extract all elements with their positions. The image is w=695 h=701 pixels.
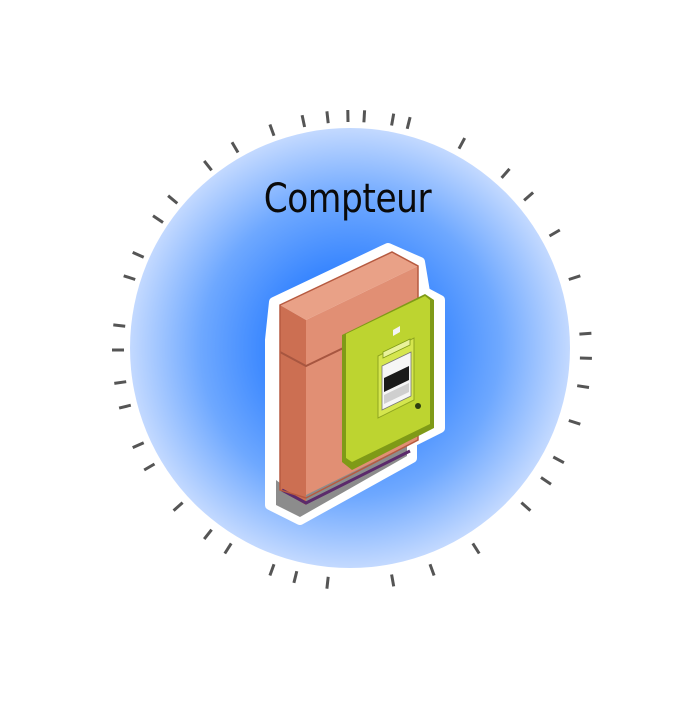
tick-mark: [203, 528, 213, 541]
tick-mark: [568, 419, 581, 426]
tick-mark: [552, 455, 565, 465]
tick-mark: [268, 123, 276, 137]
page-title: Compteur: [263, 176, 432, 222]
tick-mark: [167, 194, 179, 205]
tick-mark: [471, 542, 481, 555]
tick-mark: [113, 323, 126, 328]
tick-mark: [123, 274, 136, 281]
tick-mark: [325, 576, 330, 589]
tick-mark: [390, 574, 396, 587]
tick-mark: [390, 113, 396, 126]
tick-mark: [300, 114, 307, 128]
tick-mark: [568, 274, 581, 281]
tick-mark: [576, 384, 590, 389]
tick-mark: [203, 159, 213, 172]
tick-mark: [325, 111, 330, 124]
tick-mark: [579, 331, 592, 336]
tick-mark: [132, 441, 145, 449]
tick-mark: [132, 251, 145, 259]
tick-mark: [428, 563, 436, 577]
tick-mark: [540, 476, 552, 486]
tick-mark: [292, 570, 299, 584]
tick-mark: [500, 167, 511, 179]
tick-mark: [114, 380, 127, 385]
tick-mark: [548, 228, 561, 238]
tick-mark: [172, 501, 184, 512]
tick-mark: [457, 137, 467, 150]
tick-mark: [152, 214, 164, 224]
tick-mark: [362, 110, 367, 123]
tick-mark: [230, 141, 240, 154]
tick-mark: [523, 191, 535, 202]
tick-mark: [223, 542, 233, 555]
tick-mark: [520, 501, 532, 512]
tick-mark: [118, 403, 132, 410]
tick-mark: [268, 563, 276, 577]
tick-mark: [405, 116, 412, 130]
meter-device: [342, 294, 434, 470]
tick-mark: [143, 462, 156, 472]
